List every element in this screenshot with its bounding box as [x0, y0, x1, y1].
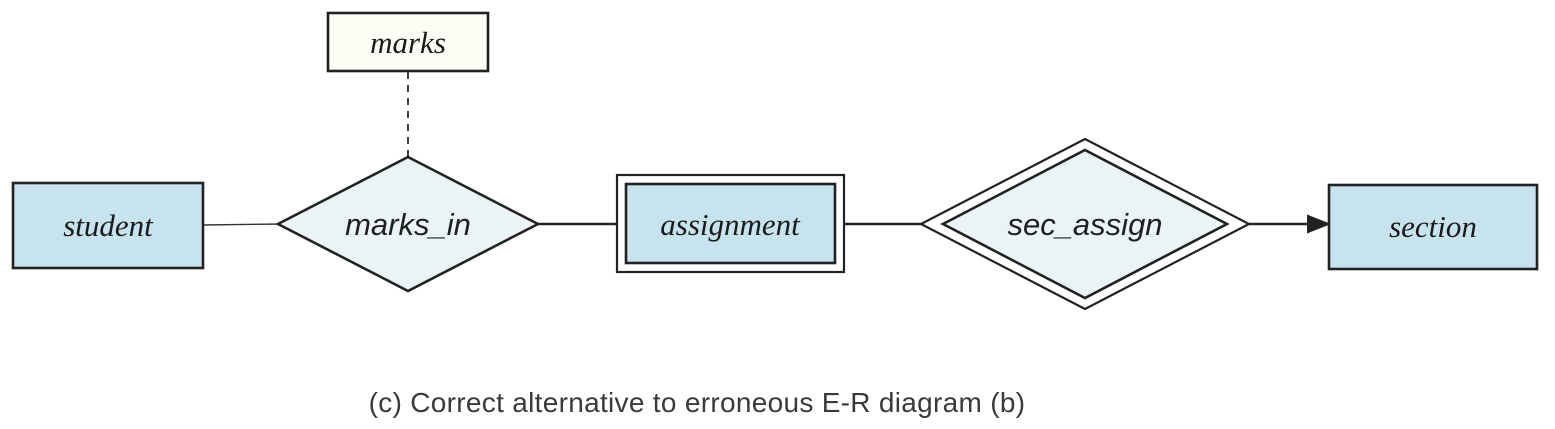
entity-label-student: student — [63, 208, 154, 243]
weak-entity-inner-box-assignment — [624, 182, 837, 265]
entity-box-section — [1327, 183, 1539, 271]
entity-label-section: section — [1389, 209, 1477, 244]
connector-student-marks-in — [202, 223, 283, 226]
identifying-relationship-inner-diamond-sec-assign — [940, 148, 1230, 300]
entity-box-student — [11, 181, 205, 270]
entity-label-assignment: assignment — [660, 207, 801, 242]
relationship-label-marks-in: marks_in — [345, 207, 471, 242]
arrowhead-icon — [1307, 214, 1331, 234]
attribute-label-marks: marks — [370, 25, 446, 60]
diagram-caption: (c) Correct alternative to erroneous E-R… — [369, 387, 1026, 418]
relationship-diamond-marks-in — [275, 155, 541, 293]
relationship-label-sec-assign: sec_assign — [1007, 207, 1162, 242]
attribute-box-marks — [326, 11, 490, 73]
